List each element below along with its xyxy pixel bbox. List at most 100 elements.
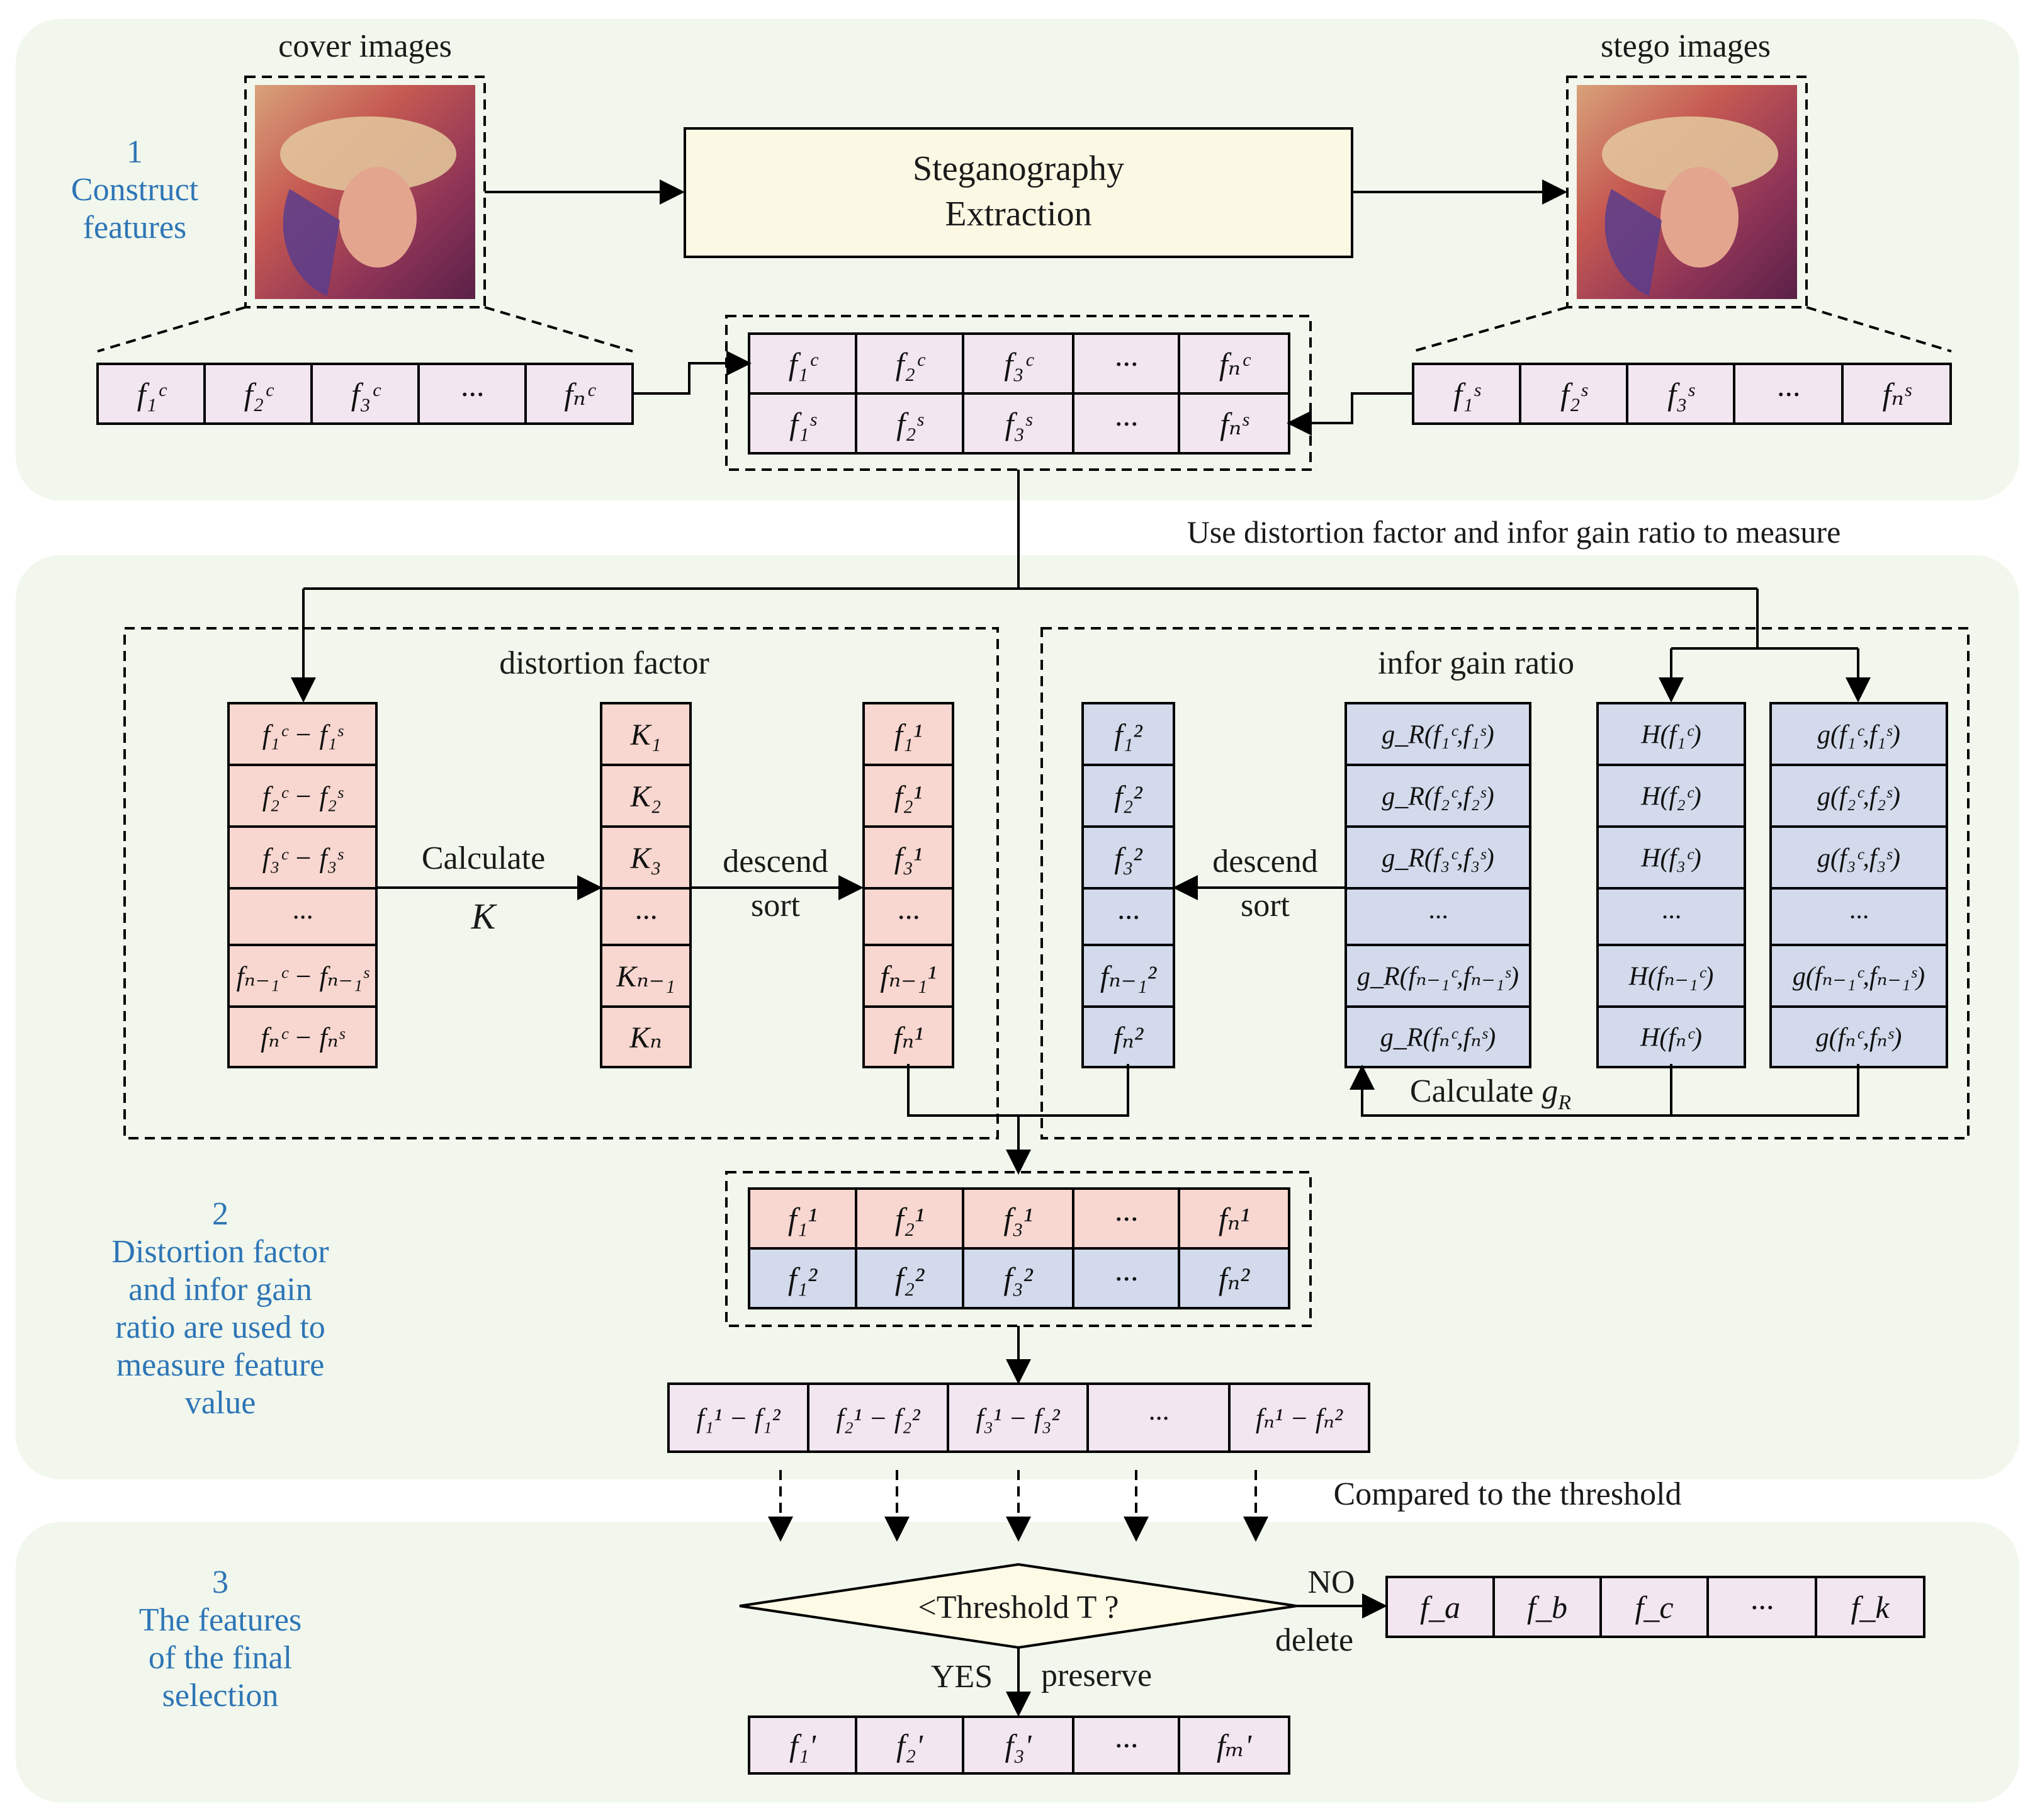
- arrow-stego-to-combined: [1287, 392, 1413, 436]
- combined-cover-cell-3: f₃ᶜ: [962, 332, 1074, 395]
- distortion-factor-title: distortion factor: [499, 645, 709, 681]
- calc-gr-connector: [1350, 1064, 1859, 1117]
- svg-text:f₁ᶜ: f₁ᶜ: [137, 376, 167, 412]
- sorted1-col-cell-2: f₂¹: [862, 764, 954, 828]
- stego-vector-cell-4: ···: [1733, 363, 1844, 425]
- svg-text:f₃¹: f₃¹: [1003, 1201, 1032, 1236]
- svg-text:···: ···: [1428, 903, 1448, 932]
- stage2-title-2: and infor gain: [128, 1272, 312, 1308]
- combined-stego-cell-1: f₁ˢ: [748, 392, 857, 455]
- svg-text:g_R(f₂ᶜ,f₂ˢ): g_R(f₂ᶜ,f₂ˢ): [1382, 783, 1494, 811]
- stage3-title-2: of the final: [149, 1640, 292, 1676]
- cover-zoom-right: [484, 306, 633, 353]
- cover-zoom-left: [97, 306, 246, 353]
- merged-vector-frame: [725, 1171, 1312, 1327]
- cover-image-frame: [244, 76, 486, 308]
- combined-stego-cell-5: fₙˢ: [1178, 392, 1290, 455]
- kept-vector-cell-2: f₂': [855, 1715, 964, 1775]
- threshold-decision-label: <Threshold T ?: [918, 1590, 1119, 1625]
- h-col-cell-4: ···: [1596, 887, 1746, 946]
- svg-text:K₂: K₂: [630, 780, 662, 813]
- svg-text:fₙ²: fₙ²: [1219, 1261, 1250, 1296]
- sorted2-col-cell-4: ···: [1081, 887, 1175, 946]
- svg-text:fₘ': fₘ': [1217, 1728, 1253, 1763]
- svg-text:···: ···: [1117, 901, 1140, 934]
- process-line-2: Extraction: [945, 195, 1091, 234]
- svg-text:fₙ₋₁¹: fₙ₋₁¹: [880, 960, 936, 993]
- cover-vector-cell-5: fₙᶜ: [524, 363, 634, 425]
- svg-text:f₂²: f₂²: [895, 1261, 925, 1296]
- svg-text:f₂¹ − f₂²: f₂¹ − f₂²: [836, 1403, 920, 1433]
- sorted2-col-cell-5: fₙ₋₁²: [1081, 944, 1175, 1008]
- deleted-vector-cell-4: ···: [1706, 1576, 1817, 1638]
- svg-text:f₁¹: f₁¹: [788, 1201, 817, 1236]
- stego-vector-cell-2: f₂ˢ: [1519, 363, 1628, 425]
- combined-cover-cell-1: f₁ᶜ: [748, 332, 857, 395]
- svg-text:g_R(f₃ᶜ,f₃ˢ): g_R(f₃ᶜ,f₃ˢ): [1382, 844, 1494, 873]
- gr-col-cell-6: g_R(fₙᶜ,fₙˢ): [1344, 1005, 1531, 1068]
- stage2-title-1: Distortion factor: [111, 1234, 329, 1270]
- stage3-number: 3: [212, 1564, 228, 1600]
- merged-gain-cell-1: f₁²: [748, 1247, 857, 1309]
- infor-gain-ratio-title: infor gain ratio: [1378, 645, 1574, 681]
- no-label: NO: [1307, 1564, 1355, 1600]
- sorted2-col-cell-3: f₃²: [1081, 825, 1175, 890]
- diff-col-cell-1: f₁ᶜ − f₁ˢ: [227, 702, 378, 766]
- svg-text:f₂': f₂': [896, 1728, 923, 1763]
- combined-stego-cell-2: f₂ˢ: [855, 392, 964, 455]
- svg-text:···: ···: [1114, 1201, 1138, 1236]
- cover-images-label: cover images: [278, 28, 452, 64]
- gr-col-cell-4: ···: [1344, 887, 1531, 946]
- sort2-label-1: descend: [1212, 844, 1317, 879]
- gr-col-cell-2: g_R(f₂ᶜ,f₂ˢ): [1344, 764, 1531, 828]
- stego-vector-cell-5: fₙˢ: [1841, 363, 1952, 425]
- svg-text:g(fₙᶜ,fₙˢ): g(fₙᶜ,fₙˢ): [1816, 1024, 1902, 1053]
- svg-text:···: ···: [1148, 1403, 1169, 1433]
- diff-vector-cell-3: f₃¹ − f₃²: [947, 1382, 1089, 1453]
- h-col-cell-5: H(fₙ₋₁ᶜ): [1596, 944, 1746, 1008]
- svg-text:f₁¹: f₁¹: [894, 718, 922, 752]
- diff-col-cell-4: ···: [227, 887, 378, 946]
- svg-text:···: ···: [1849, 903, 1869, 932]
- svg-text:g(fₙ₋₁ᶜ,fₙ₋₁ˢ): g(fₙ₋₁ᶜ,fₙ₋₁ˢ): [1793, 963, 1925, 992]
- combined-vector-frame: [725, 315, 1312, 471]
- kept-vector-cell-5: fₘ': [1178, 1715, 1290, 1775]
- preserved-features-vector: f₁'f₂'f₃'···fₘ': [748, 1715, 1290, 1775]
- delete-label: delete: [1275, 1622, 1353, 1658]
- svg-text:···: ···: [1114, 346, 1138, 382]
- gain-column: g(f₁ᶜ,f₁ˢ)g(f₂ᶜ,f₂ˢ)g(f₃ᶜ,f₃ˢ)···g(fₙ₋₁ᶜ…: [1769, 702, 1948, 1068]
- stage2-title-4: measure feature: [116, 1347, 325, 1383]
- svg-text:K₁: K₁: [630, 718, 662, 752]
- cover-vector-cell-3: f₃ᶜ: [310, 363, 420, 425]
- svg-text:f₃²: f₃²: [1003, 1261, 1033, 1296]
- combined-cover-cell-5: fₙᶜ: [1178, 332, 1290, 395]
- svg-text:f₃²: f₃²: [1114, 842, 1143, 875]
- stego-vector-cell-1: f₁ˢ: [1412, 363, 1521, 425]
- svg-text:f₁¹ − f₁²: f₁¹ − f₁²: [696, 1403, 781, 1433]
- g-col-cell-1: g(f₁ᶜ,f₁ˢ): [1769, 702, 1948, 766]
- cover-vector-cell-2: f₂ᶜ: [203, 363, 313, 425]
- diff-vector-cell-1: f₁¹ − f₁²: [667, 1382, 809, 1453]
- stage1-title-2: features: [83, 210, 187, 246]
- sorted2-col-cell-2: f₂²: [1081, 764, 1175, 828]
- svg-text:Kₙ₋₁: Kₙ₋₁: [616, 960, 675, 993]
- combined-stego-cell-3: f₃ˢ: [962, 392, 1074, 455]
- svg-text:f_a: f_a: [1420, 1590, 1460, 1625]
- sorted1-col-cell-5: fₙ₋₁¹: [862, 944, 954, 1008]
- svg-text:f₃¹: f₃¹: [894, 842, 922, 875]
- merged-distortion-cell-3: f₃¹: [962, 1187, 1074, 1250]
- svg-text:H(f₂ᶜ): H(f₂ᶜ): [1640, 783, 1701, 811]
- svg-text:···: ···: [1114, 1728, 1138, 1763]
- diff-col-cell-5: fₙ₋₁ᶜ − fₙ₋₁ˢ: [227, 944, 378, 1008]
- gr-col-cell-3: g_R(f₃ᶜ,f₃ˢ): [1344, 825, 1531, 890]
- svg-text:···: ···: [1776, 376, 1800, 412]
- svg-text:f₂ˢ: f₂ˢ: [896, 406, 924, 441]
- kept-vector-cell-1: f₁': [748, 1715, 857, 1775]
- svg-text:g(f₁ᶜ,f₁ˢ): g(f₁ᶜ,f₁ˢ): [1817, 721, 1900, 750]
- svg-text:fₙᶜ: fₙᶜ: [564, 376, 596, 412]
